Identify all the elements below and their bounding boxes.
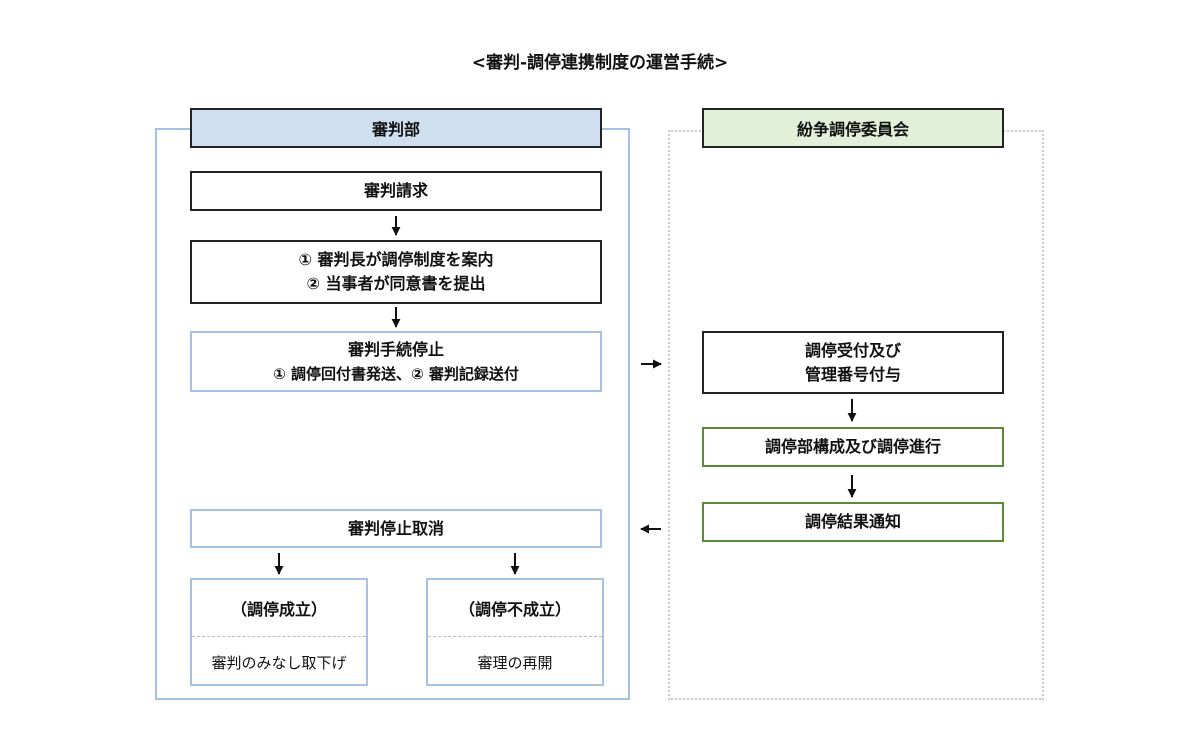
suspension-steps-label: ① 調停回付書発送、② 審判記録送付 bbox=[273, 364, 519, 383]
mediation-failure-detail: 審理の再開 bbox=[477, 653, 553, 672]
management-number-label: 管理番号付与 bbox=[804, 364, 901, 384]
diagram-title: <審判-調停連携制度の運営手続> bbox=[471, 53, 729, 73]
mediation-process-label: 調停部構成及び調停進行 bbox=[764, 437, 941, 456]
mediation-result-label: 調停結果通知 bbox=[804, 512, 901, 531]
suspension-cancel-box: 審判停止取消 bbox=[190, 509, 602, 548]
guidance-step-label: ① 審判長が調停制度を案内 bbox=[298, 250, 494, 269]
trial-suspension-label: 審判手続停止 bbox=[347, 339, 444, 359]
mediation-process-box: 調停部構成及び調停進行 bbox=[702, 427, 1004, 467]
trial-suspension-box: 審判手続停止 ① 調停回付書発送、② 審判記録送付 bbox=[190, 331, 602, 392]
mediation-failure-title: （調停不成立） bbox=[428, 580, 602, 637]
guidance-consent-box: ① 審判長が調停制度を案内 ② 当事者が同意書を提出 bbox=[190, 240, 602, 304]
trial-request-box: 審判請求 bbox=[190, 171, 602, 211]
mediation-receipt-box: 調停受付及び 管理番号付与 bbox=[702, 331, 1004, 394]
mediation-success-detail: 審判のみなし取下げ bbox=[211, 653, 347, 672]
mediation-receipt-label: 調停受付及び bbox=[804, 340, 901, 360]
consent-step-label: ② 当事者が同意書を提出 bbox=[306, 274, 486, 293]
mediation-success-box: （調停成立） 審判のみなし取下げ bbox=[190, 578, 368, 686]
suspension-cancel-label: 審判停止取消 bbox=[347, 518, 444, 538]
mediation-success-title: （調停成立） bbox=[192, 580, 366, 637]
tribunal-header: 審判部 bbox=[190, 108, 602, 148]
mediation-failure-box: （調停不成立） 審理の再開 bbox=[426, 578, 604, 686]
mediation-result-box: 調停結果通知 bbox=[702, 502, 1004, 542]
trial-request-label: 審判請求 bbox=[363, 181, 428, 200]
mediation-committee-header: 紛争調停委員会 bbox=[702, 108, 1004, 148]
